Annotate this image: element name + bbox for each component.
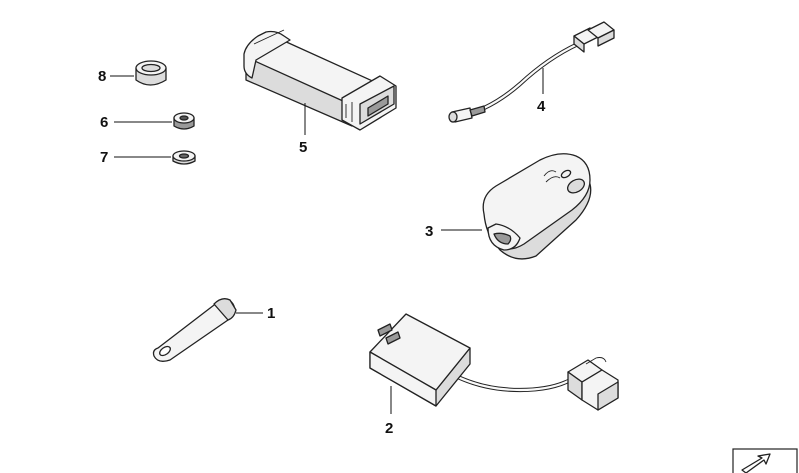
washer-icon[interactable] xyxy=(172,150,196,165)
callout-4: 4 xyxy=(537,98,546,115)
key-blade-icon[interactable] xyxy=(152,298,237,362)
antenna-cable-icon[interactable] xyxy=(448,21,615,123)
remote-key-fob-icon[interactable] xyxy=(482,153,592,260)
callout-1: 1 xyxy=(267,305,275,322)
control-unit-icon[interactable] xyxy=(243,29,397,131)
nut-icon[interactable] xyxy=(173,112,195,130)
callout-2: 2 xyxy=(385,420,393,437)
callout-8: 8 xyxy=(98,68,106,85)
callout-3: 3 xyxy=(425,223,433,240)
callout-6: 6 xyxy=(100,114,108,131)
navigation-arrow-icon[interactable] xyxy=(732,448,798,473)
rubber-cap-icon[interactable] xyxy=(135,60,167,86)
receiver-module-icon[interactable] xyxy=(369,313,619,411)
callout-5: 5 xyxy=(299,139,307,156)
callout-7: 7 xyxy=(100,149,108,166)
